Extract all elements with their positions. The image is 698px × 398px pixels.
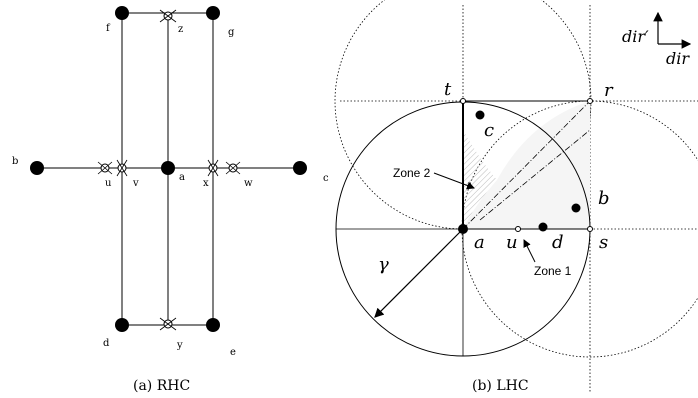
lhc-label-gamma: γ [378, 254, 389, 275]
lhc-point-d [538, 222, 548, 232]
rhc-label-x: x [203, 178, 209, 189]
lhc-diagram: t r c b a u d s γ Zone 2 Zone 1 dir′ dir… [334, 0, 698, 394]
rhc-node-z [159, 9, 177, 23]
lhc-label-b: b [598, 188, 610, 209]
lhc-label-d: d [552, 232, 564, 253]
rhc-diagram: f z g b u v a x w c d y e (a) RHC [12, 6, 329, 394]
rhc-label-g: g [228, 27, 235, 38]
lhc-point-r [587, 98, 593, 104]
rhc-node-d [115, 318, 129, 332]
rhc-label-d: d [103, 338, 110, 349]
rhc-label-z: z [178, 24, 183, 35]
lhc-zone1-arrow [523, 239, 536, 263]
lhc-label-r: r [604, 80, 614, 101]
rhc-node-a [161, 161, 175, 175]
lhc-zone1-label: Zone 1 [534, 264, 572, 278]
lhc-zone2-label: Zone 2 [393, 166, 431, 180]
lhc-point-a [458, 224, 468, 234]
lhc-point-b [571, 203, 581, 213]
dir-label: dir [666, 49, 690, 68]
lhc-point-u [515, 226, 521, 232]
rhc-node-b [30, 161, 44, 175]
rhc-label-e: e [230, 347, 236, 358]
caption-rhc: (a) RHC [133, 378, 190, 394]
lhc-diagonal-a-r [462, 100, 591, 230]
direction-indicator: dir′ dir [622, 11, 692, 68]
lhc-label-u: u [506, 232, 518, 253]
lhc-diagonal-inner [479, 129, 591, 221]
lhc-point-c [475, 110, 485, 120]
lhc-zone2-arrow [433, 172, 475, 190]
rhc-node-g [206, 6, 220, 20]
lhc-zone2-hatch [463, 130, 497, 229]
rhc-label-w: w [244, 178, 253, 189]
rhc-label-a: a [179, 172, 185, 183]
rhc-node-w [225, 161, 241, 175]
rhc-node-x [207, 159, 219, 177]
dir-prime-label: dir′ [622, 27, 649, 46]
lhc-label-c: c [484, 120, 494, 141]
rhc-label-y: y [176, 340, 183, 351]
rhc-node-u [97, 161, 113, 175]
caption-lhc: (b) LHC [472, 378, 529, 394]
lhc-point-t [460, 98, 466, 104]
lhc-gamma-arrow [374, 228, 464, 318]
rhc-label-u: u [105, 178, 112, 189]
lhc-label-s: s [599, 232, 608, 253]
rhc-label-f: f [106, 23, 111, 34]
lhc-label-a: a [474, 232, 485, 253]
rhc-node-e [206, 318, 220, 332]
rhc-node-y [159, 317, 177, 331]
rhc-node-v [116, 159, 128, 177]
rhc-label-b: b [12, 156, 18, 167]
rhc-node-c [293, 161, 307, 175]
lhc-point-s [587, 226, 593, 232]
rhc-node-f [115, 6, 129, 20]
rhc-label-c: c [323, 173, 329, 184]
lhc-label-t: t [444, 79, 452, 100]
rhc-label-v: v [132, 178, 139, 189]
